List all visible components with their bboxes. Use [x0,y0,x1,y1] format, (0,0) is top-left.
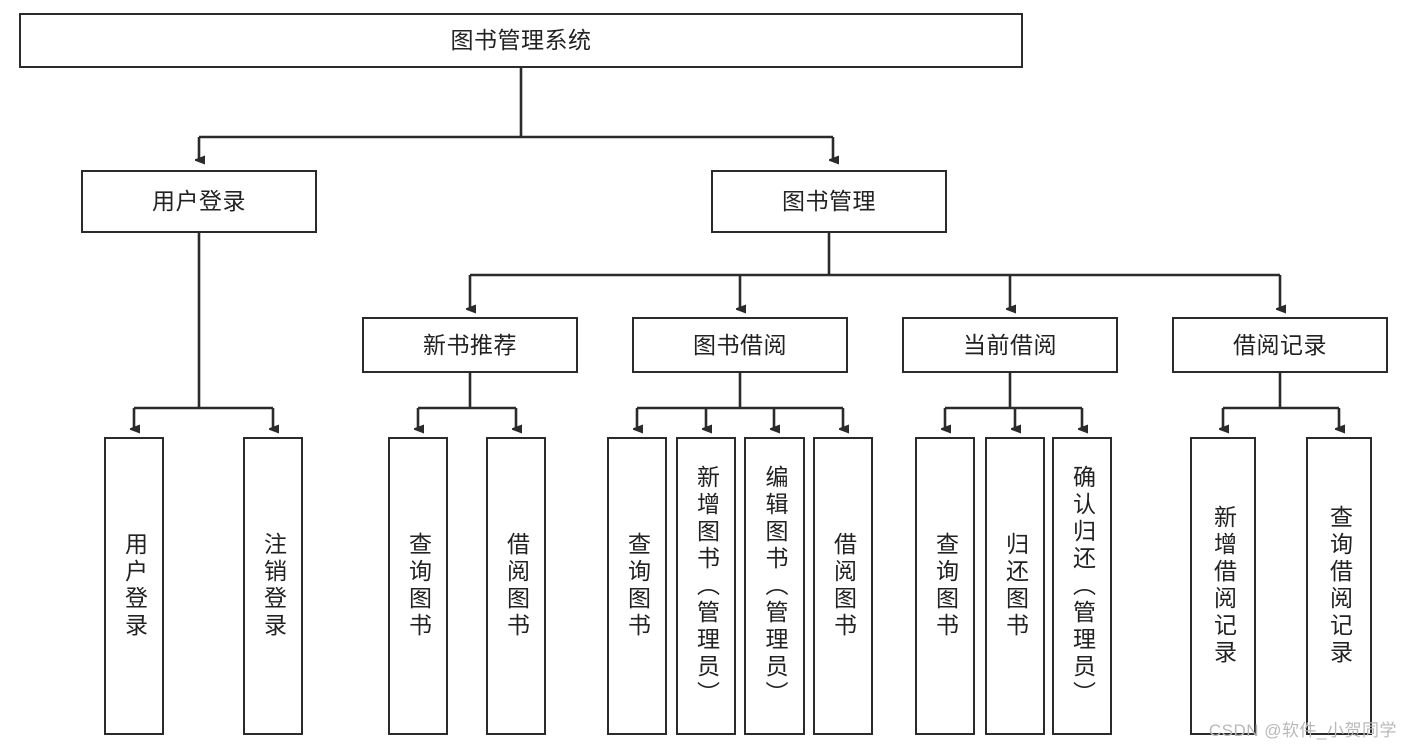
node-leaf-query-borrow-record[interactable]: 查询借阅记录 [1306,437,1372,735]
node-book-manage[interactable]: 图书管理 [711,170,947,233]
node-new-book-recommend[interactable]: 新书推荐 [362,317,578,373]
node-leaf-query-book-2-label: 查询图书 [624,532,651,640]
node-book-borrow-label: 图书借阅 [693,331,787,358]
node-root[interactable]: 图书管理系统 [19,13,1023,68]
node-leaf-query-book-2[interactable]: 查询图书 [607,437,667,735]
watermark: CSDN @软件_小贺同学 [1208,721,1397,740]
node-leaf-add-book-admin-label: 新增图书（管理员） [693,464,720,708]
node-leaf-user-login-label: 用户登录 [121,532,148,640]
node-leaf-query-book-1[interactable]: 查询图书 [388,437,448,735]
node-leaf-query-book-1-label: 查询图书 [405,532,432,640]
node-book-manage-label: 图书管理 [782,188,876,215]
node-user-login-label: 用户登录 [152,188,246,215]
node-borrow-record[interactable]: 借阅记录 [1172,317,1388,373]
node-leaf-borrow-book-2-label: 借阅图书 [830,532,857,640]
node-book-borrow[interactable]: 图书借阅 [632,317,848,373]
node-leaf-return-book[interactable]: 归还图书 [985,437,1045,735]
node-leaf-logout[interactable]: 注销登录 [243,437,303,735]
node-leaf-query-book-3-label: 查询图书 [932,532,959,640]
node-leaf-query-borrow-record-label: 查询借阅记录 [1326,505,1353,667]
node-new-book-recommend-label: 新书推荐 [423,331,517,358]
node-leaf-borrow-book-1[interactable]: 借阅图书 [486,437,546,735]
node-leaf-confirm-return-admin[interactable]: 确认归还（管理员） [1052,437,1112,735]
node-leaf-user-login[interactable]: 用户登录 [104,437,164,735]
node-leaf-add-borrow-record[interactable]: 新增借阅记录 [1190,437,1256,735]
node-borrow-record-label: 借阅记录 [1233,331,1327,358]
node-leaf-edit-book-admin[interactable]: 编辑图书（管理员） [744,437,805,735]
node-leaf-confirm-return-admin-label: 确认归还（管理员） [1069,464,1096,708]
node-leaf-add-book-admin[interactable]: 新增图书（管理员） [676,437,736,735]
node-leaf-query-book-3[interactable]: 查询图书 [915,437,975,735]
node-leaf-add-borrow-record-label: 新增借阅记录 [1210,505,1237,667]
node-leaf-logout-label: 注销登录 [260,532,287,640]
node-root-label: 图书管理系统 [450,27,592,54]
node-current-borrow[interactable]: 当前借阅 [902,317,1118,373]
node-leaf-borrow-book-2[interactable]: 借阅图书 [813,437,873,735]
node-leaf-return-book-label: 归还图书 [1002,532,1029,640]
node-leaf-borrow-book-1-label: 借阅图书 [503,532,530,640]
node-current-borrow-label: 当前借阅 [963,331,1057,358]
node-user-login[interactable]: 用户登录 [81,170,317,233]
node-leaf-edit-book-admin-label: 编辑图书（管理员） [762,464,788,708]
